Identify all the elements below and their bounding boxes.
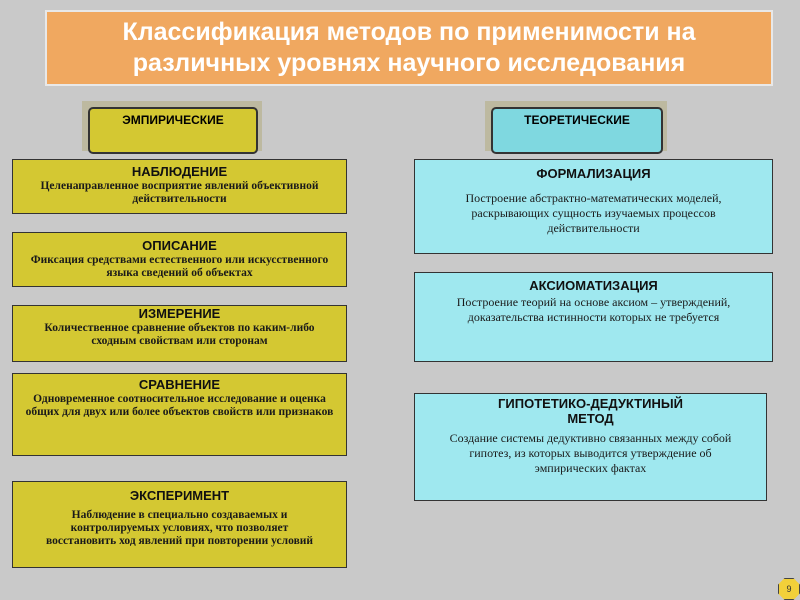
method-heading: ЭКСПЕРИМЕНТ <box>129 488 230 503</box>
method-box-hypothetico-deductive: ГИПОТЕТИКО-ДЕДУКТИНЫЙ МЕТОД Создание сис… <box>414 393 767 501</box>
method-box-comparison: СРАВНЕНИЕ Одновременное соотносительное … <box>12 373 347 456</box>
method-description: Создание системы дедуктивно связанных ме… <box>449 431 732 475</box>
method-box-measurement: ИЗМЕРЕНИЕ Количественное сравнение объек… <box>12 305 347 362</box>
slide-title: Классификация методов по применимости на… <box>45 10 773 86</box>
method-description: Построение абстрактно-математических мод… <box>465 191 722 235</box>
method-description: Наблюдение в специально создаваемых и ко… <box>45 509 314 547</box>
method-heading: ИЗМЕРЕНИЕ <box>138 306 221 321</box>
method-box-formalization: ФОРМАЛИЗАЦИЯ Построение абстрактно-матем… <box>414 159 773 254</box>
method-box-observation: НАБЛЮДЕНИЕ Целенаправленное восприятие я… <box>12 159 347 214</box>
method-box-experiment: ЭКСПЕРИМЕНТ Наблюдение в специально созд… <box>12 481 347 568</box>
theoretical-category-label: ТЕОРЕТИЧЕСКИЕ <box>491 107 663 154</box>
method-heading: НАБЛЮДЕНИЕ <box>131 164 228 179</box>
empirical-category-label: ЭМПИРИЧЕСКИЕ <box>88 107 258 154</box>
method-description: Построение теорий на основе аксиом – утв… <box>456 295 731 324</box>
method-heading: ОПИСАНИЕ <box>142 238 217 253</box>
method-heading: СРАВНЕНИЕ <box>138 377 221 392</box>
method-description: Целенаправленное восприятие явлений объе… <box>40 180 319 205</box>
method-description: Фиксация средствами естественного или ис… <box>30 254 329 279</box>
method-box-axiomatization: АКСИОМАТИЗАЦИЯ Построение теорий на осно… <box>414 272 773 362</box>
method-heading: АКСИОМАТИЗАЦИЯ <box>529 278 658 293</box>
method-box-description: ОПИСАНИЕ Фиксация средствами естественно… <box>12 232 347 287</box>
method-description: Одновременное соотносительное исследован… <box>25 393 334 418</box>
method-heading: ГИПОТЕТИКО-ДЕДУКТИНЫЙ МЕТОД <box>498 396 683 426</box>
method-description: Количественное сравнение объектов по как… <box>44 322 315 347</box>
next-slide-button[interactable]: 9 <box>778 578 800 600</box>
method-heading: ФОРМАЛИЗАЦИЯ <box>536 166 651 181</box>
